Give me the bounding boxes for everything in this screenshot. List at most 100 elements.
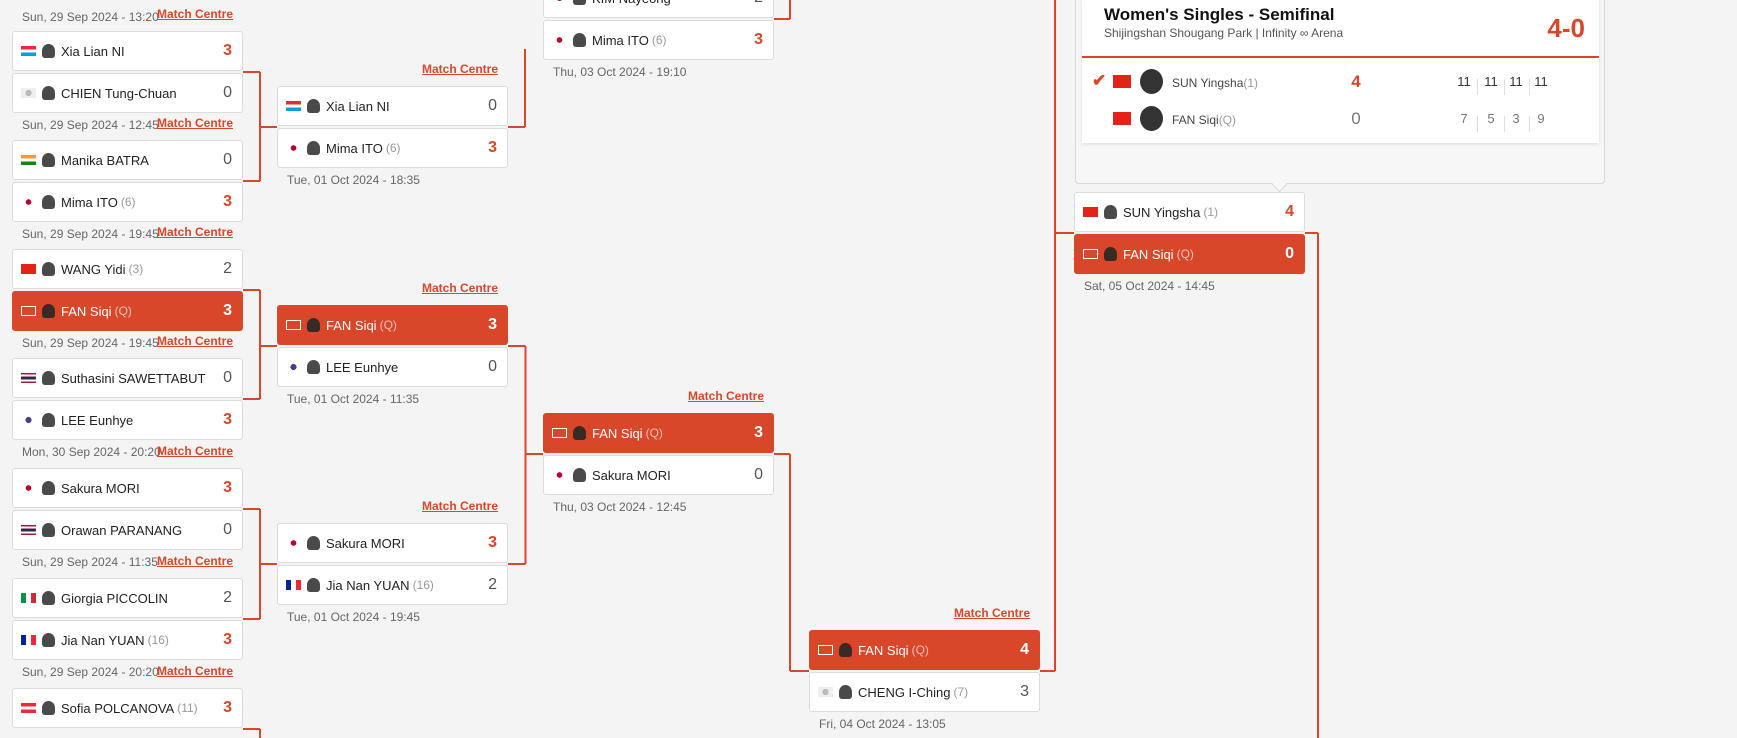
flag-icon	[552, 470, 567, 480]
match-preview-card: Women's Singles - Semifinal Shijingshan …	[1082, 0, 1599, 143]
player-avatar	[1104, 205, 1117, 219]
match-centre-link[interactable]: Match Centre	[421, 499, 498, 513]
player-row[interactable]: Mima ITO(6)3	[12, 182, 243, 222]
flag-icon	[286, 143, 301, 153]
player-row[interactable]: FAN Siqi(Q)3	[12, 291, 243, 331]
match-centre-link[interactable]: Match Centre	[156, 116, 233, 130]
player-avatar	[42, 701, 55, 715]
flag-icon	[1113, 112, 1131, 125]
player-name: FAN Siqi	[592, 425, 643, 441]
player-score: 3	[223, 193, 232, 210]
player-score: 3	[223, 411, 232, 428]
match-centre-link[interactable]: Match Centre	[156, 7, 233, 21]
match-centre-link[interactable]: Match Centre	[156, 444, 233, 458]
flag-icon	[21, 635, 36, 645]
player-avatar	[42, 591, 55, 605]
player-score: 3	[223, 302, 232, 319]
player-score: 2	[223, 260, 232, 277]
player-row[interactable]: Mima ITO(6)3	[543, 20, 774, 60]
player-score: 3	[223, 699, 232, 716]
popup-total-score: 4	[1351, 72, 1361, 91]
player-name: FAN Siqi	[61, 303, 112, 319]
flag-icon	[21, 415, 36, 425]
player-seed: (6)	[120, 195, 136, 209]
player-avatar	[839, 685, 852, 699]
popup-game-score: 5	[1487, 111, 1495, 126]
player-avatar	[42, 413, 55, 427]
player-score: 3	[488, 316, 497, 333]
match-centre-link[interactable]: Match Centre	[156, 554, 233, 568]
player-avatar	[1140, 69, 1163, 94]
flag-icon	[1113, 75, 1131, 88]
player-row[interactable]: SUN Yingsha(1)4	[1074, 192, 1305, 232]
player-score: 3	[754, 31, 763, 48]
popup-game-score: 11	[1534, 74, 1548, 89]
player-name: SUN Yingsha	[1123, 204, 1201, 220]
player-row[interactable]: Mima ITO(6)3	[277, 128, 508, 168]
player-row[interactable]: Jia Nan YUAN(16)2	[277, 565, 508, 605]
player-seed: (Q)	[379, 318, 397, 332]
player-name: CHENG I-Ching	[858, 684, 951, 700]
game-separator	[1504, 79, 1505, 95]
match-centre-link[interactable]: Match Centre	[156, 664, 233, 678]
player-row[interactable]: FAN Siqi(Q)4	[809, 630, 1040, 670]
popup-venue: Shijingshan Shougang Park | Infinity ∞ A…	[1104, 26, 1344, 40]
match-centre-link[interactable]: Match Centre	[953, 606, 1030, 620]
player-name: WANG Yidi	[61, 261, 126, 277]
match-centre-link[interactable]: Match Centre	[421, 62, 498, 76]
flag-icon	[21, 264, 36, 274]
player-seed: (3)	[128, 262, 144, 276]
player-name: Mima ITO	[326, 140, 383, 156]
flag-icon	[21, 197, 36, 207]
player-seed: (Q)	[1176, 247, 1194, 261]
player-avatar	[307, 141, 320, 155]
player-avatar	[1140, 106, 1163, 131]
flag-icon	[286, 320, 301, 330]
player-score: 0	[223, 369, 232, 386]
player-row[interactable]: FAN Siqi(Q)3	[277, 305, 508, 345]
player-name: Suthasini SAWETTABUT	[61, 370, 206, 386]
match-date: Thu, 03 Oct 2024 - 12:45	[553, 500, 687, 514]
match-centre-link[interactable]: Match Centre	[687, 389, 764, 403]
player-seed: (11)	[177, 701, 198, 715]
player-score: 4	[1285, 203, 1294, 220]
player-name: Sakura MORI	[326, 535, 405, 551]
match-centre-link[interactable]: Match Centre	[421, 281, 498, 295]
player-row[interactable]: WANG Yidi(3) 2	[12, 249, 243, 289]
match-centre-link[interactable]: Match Centre	[156, 334, 233, 348]
flag-icon	[286, 362, 301, 372]
player-row[interactable]: Jia Nan YUAN(16)3	[12, 620, 243, 660]
player-score: 2	[223, 589, 232, 606]
match-date: Tue, 01 Oct 2024 - 11:35	[287, 392, 420, 406]
match-centre-link[interactable]: Match Centre	[156, 225, 233, 239]
player-row[interactable]: FAN Siqi(Q)0	[1074, 234, 1305, 274]
player-score: 4	[1020, 641, 1029, 658]
player-seed: (1)	[1243, 76, 1259, 90]
player-score: 3	[488, 139, 497, 156]
player-avatar	[573, 426, 586, 440]
match-date: Sun, 29 Sep 2024 - 19:45	[22, 227, 159, 241]
popup-player-name: FAN Siqi(Q)	[1172, 113, 1236, 127]
player-score: 0	[754, 466, 763, 483]
player-row[interactable]: Sofia POLCANOVA(11)3	[12, 688, 243, 728]
player-row[interactable]: CHENG I-Ching(7)3	[809, 672, 1040, 712]
player-row[interactable]: FAN Siqi(Q)3	[543, 413, 774, 453]
player-avatar	[42, 523, 55, 537]
player-avatar	[42, 153, 55, 167]
player-row[interactable]: Suthasini SAWETTABUT 0	[12, 358, 243, 398]
flag-icon	[21, 155, 36, 165]
player-row[interactable]: KIM Nayeong2	[543, 0, 774, 18]
flag-icon	[21, 483, 36, 493]
